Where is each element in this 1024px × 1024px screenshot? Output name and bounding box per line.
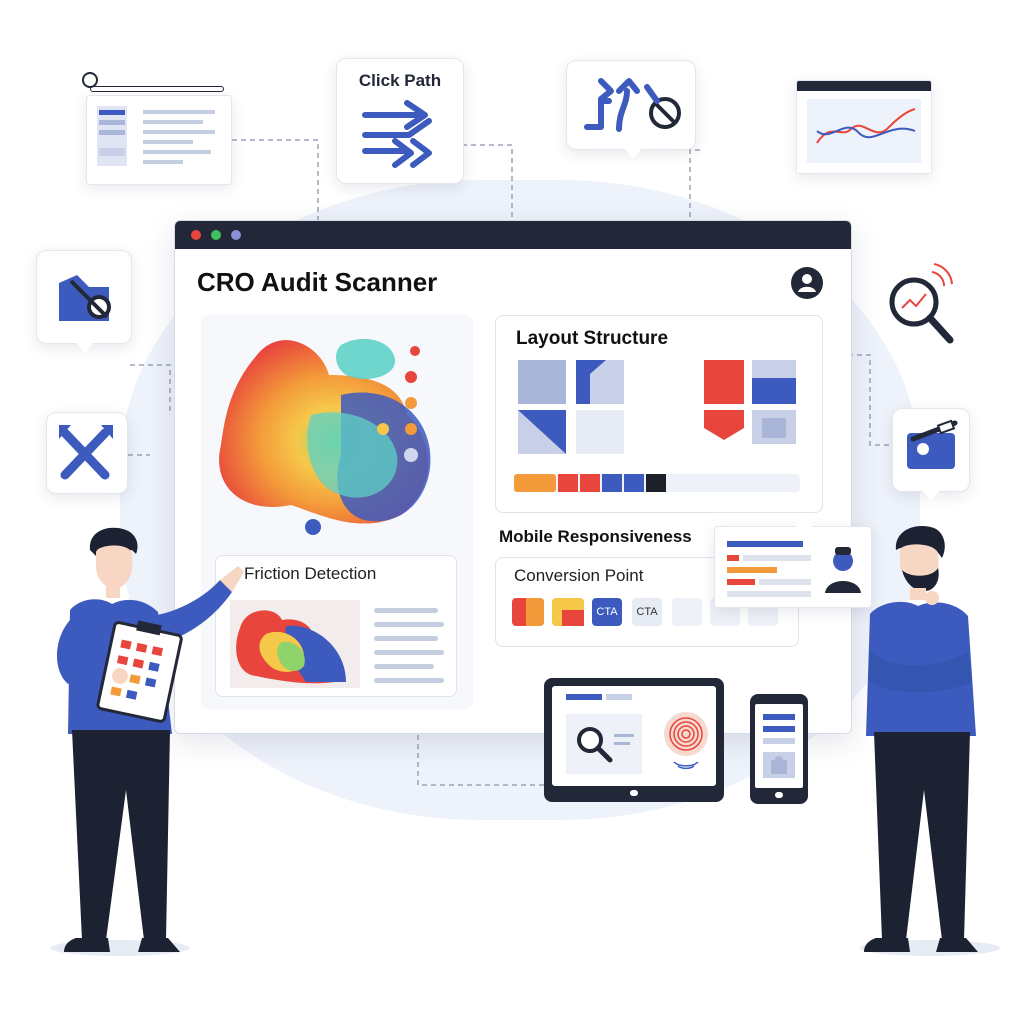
conversion-block (526, 598, 544, 626)
phone-device (750, 694, 808, 804)
popover-line (727, 567, 777, 573)
color-swatch (558, 474, 578, 492)
right-person-illustration (860, 526, 1000, 956)
magnifier-signal-icon (889, 263, 954, 344)
tablet-header-bar (606, 694, 632, 700)
image-edit-card (892, 408, 970, 501)
link-tag-icon (59, 275, 111, 321)
phone-image-icon (771, 756, 787, 774)
app-title: CRO Audit Scanner (197, 267, 438, 297)
cta-button[interactable]: CTA (592, 598, 622, 626)
popover-line (743, 555, 811, 561)
user-avatar-icon (825, 547, 861, 593)
card-pointer (623, 147, 643, 159)
phone-bar (763, 726, 795, 732)
popover-line (727, 541, 803, 547)
popover-line (727, 591, 811, 597)
color-swatch (514, 474, 556, 492)
layout-block (704, 360, 744, 404)
click-path-title: Click Path (358, 71, 442, 90)
color-swatch (580, 474, 600, 492)
tablet-header-bar (566, 694, 602, 700)
crossed-arrows-icon (59, 425, 113, 480)
chart-card-bar (797, 81, 931, 91)
layout-block (752, 378, 796, 404)
text-line (374, 608, 438, 613)
link-tag-card (36, 250, 132, 353)
card-pointer (921, 489, 941, 501)
text-line (374, 678, 444, 683)
heatmap-graphic (219, 338, 431, 535)
heatmap-panel: Friction Detection (201, 315, 473, 709)
layout-block (762, 418, 786, 438)
layout-structure-title: Layout Structure (516, 328, 669, 349)
mobile-responsiveness-title: Mobile Responsiveness (499, 527, 692, 546)
left-person-illustration (50, 527, 244, 956)
friction-heatmap-thumb (230, 600, 360, 688)
layout-block-shape (518, 410, 566, 454)
text-line (374, 664, 434, 669)
layout-block (518, 360, 566, 404)
image-edit-icon (907, 419, 958, 469)
text-line (374, 622, 444, 627)
phone-home-dot (775, 792, 783, 798)
popover-line (727, 579, 755, 585)
tablet-device (544, 678, 724, 802)
search-icon (577, 727, 634, 763)
popover-line (759, 579, 811, 585)
maximize-dot[interactable] (231, 230, 241, 240)
crossed-arrows-card (46, 412, 128, 494)
text-line (374, 650, 444, 655)
tablet-screen (552, 686, 716, 786)
profile-popover (714, 515, 872, 608)
layout-block-shape (704, 410, 744, 440)
minimize-dot[interactable] (211, 230, 221, 240)
click-path-card: Click Path (336, 58, 464, 184)
document-icon (97, 106, 215, 166)
color-swatch (602, 474, 622, 492)
color-swatch (624, 474, 644, 492)
card-pointer (75, 341, 95, 353)
click-path-icon (362, 100, 432, 168)
popover-line (727, 555, 739, 561)
route-card (566, 60, 696, 159)
user-avatar-icon[interactable] (791, 267, 823, 299)
friction-detection-label: Friction Detection (244, 564, 377, 583)
phone-screen (755, 704, 803, 788)
phone-bar (763, 738, 795, 744)
conversion-block (562, 610, 584, 626)
rail-line (90, 86, 224, 92)
route-block-icon (584, 78, 681, 132)
layout-structure-panel: Layout Structure (495, 315, 823, 513)
color-swatch (646, 474, 666, 492)
placeholder-block (672, 598, 702, 626)
layout-block-shape (576, 360, 606, 404)
card-pointer (795, 515, 813, 527)
line-chart-icon (807, 99, 921, 163)
window-titlebar (175, 221, 851, 249)
document-card (86, 95, 232, 185)
layout-block (576, 410, 624, 454)
phone-bar (763, 714, 795, 720)
close-dot[interactable] (191, 230, 201, 240)
text-line (374, 636, 438, 641)
cta-button[interactable]: CTA (632, 598, 662, 626)
fingerprint-icon (664, 712, 708, 770)
conversion-point-label: Conversion Point (514, 566, 644, 585)
chart-card (796, 80, 932, 174)
friction-detection-panel: Friction Detection (215, 555, 457, 697)
tablet-home-dot (630, 790, 638, 796)
